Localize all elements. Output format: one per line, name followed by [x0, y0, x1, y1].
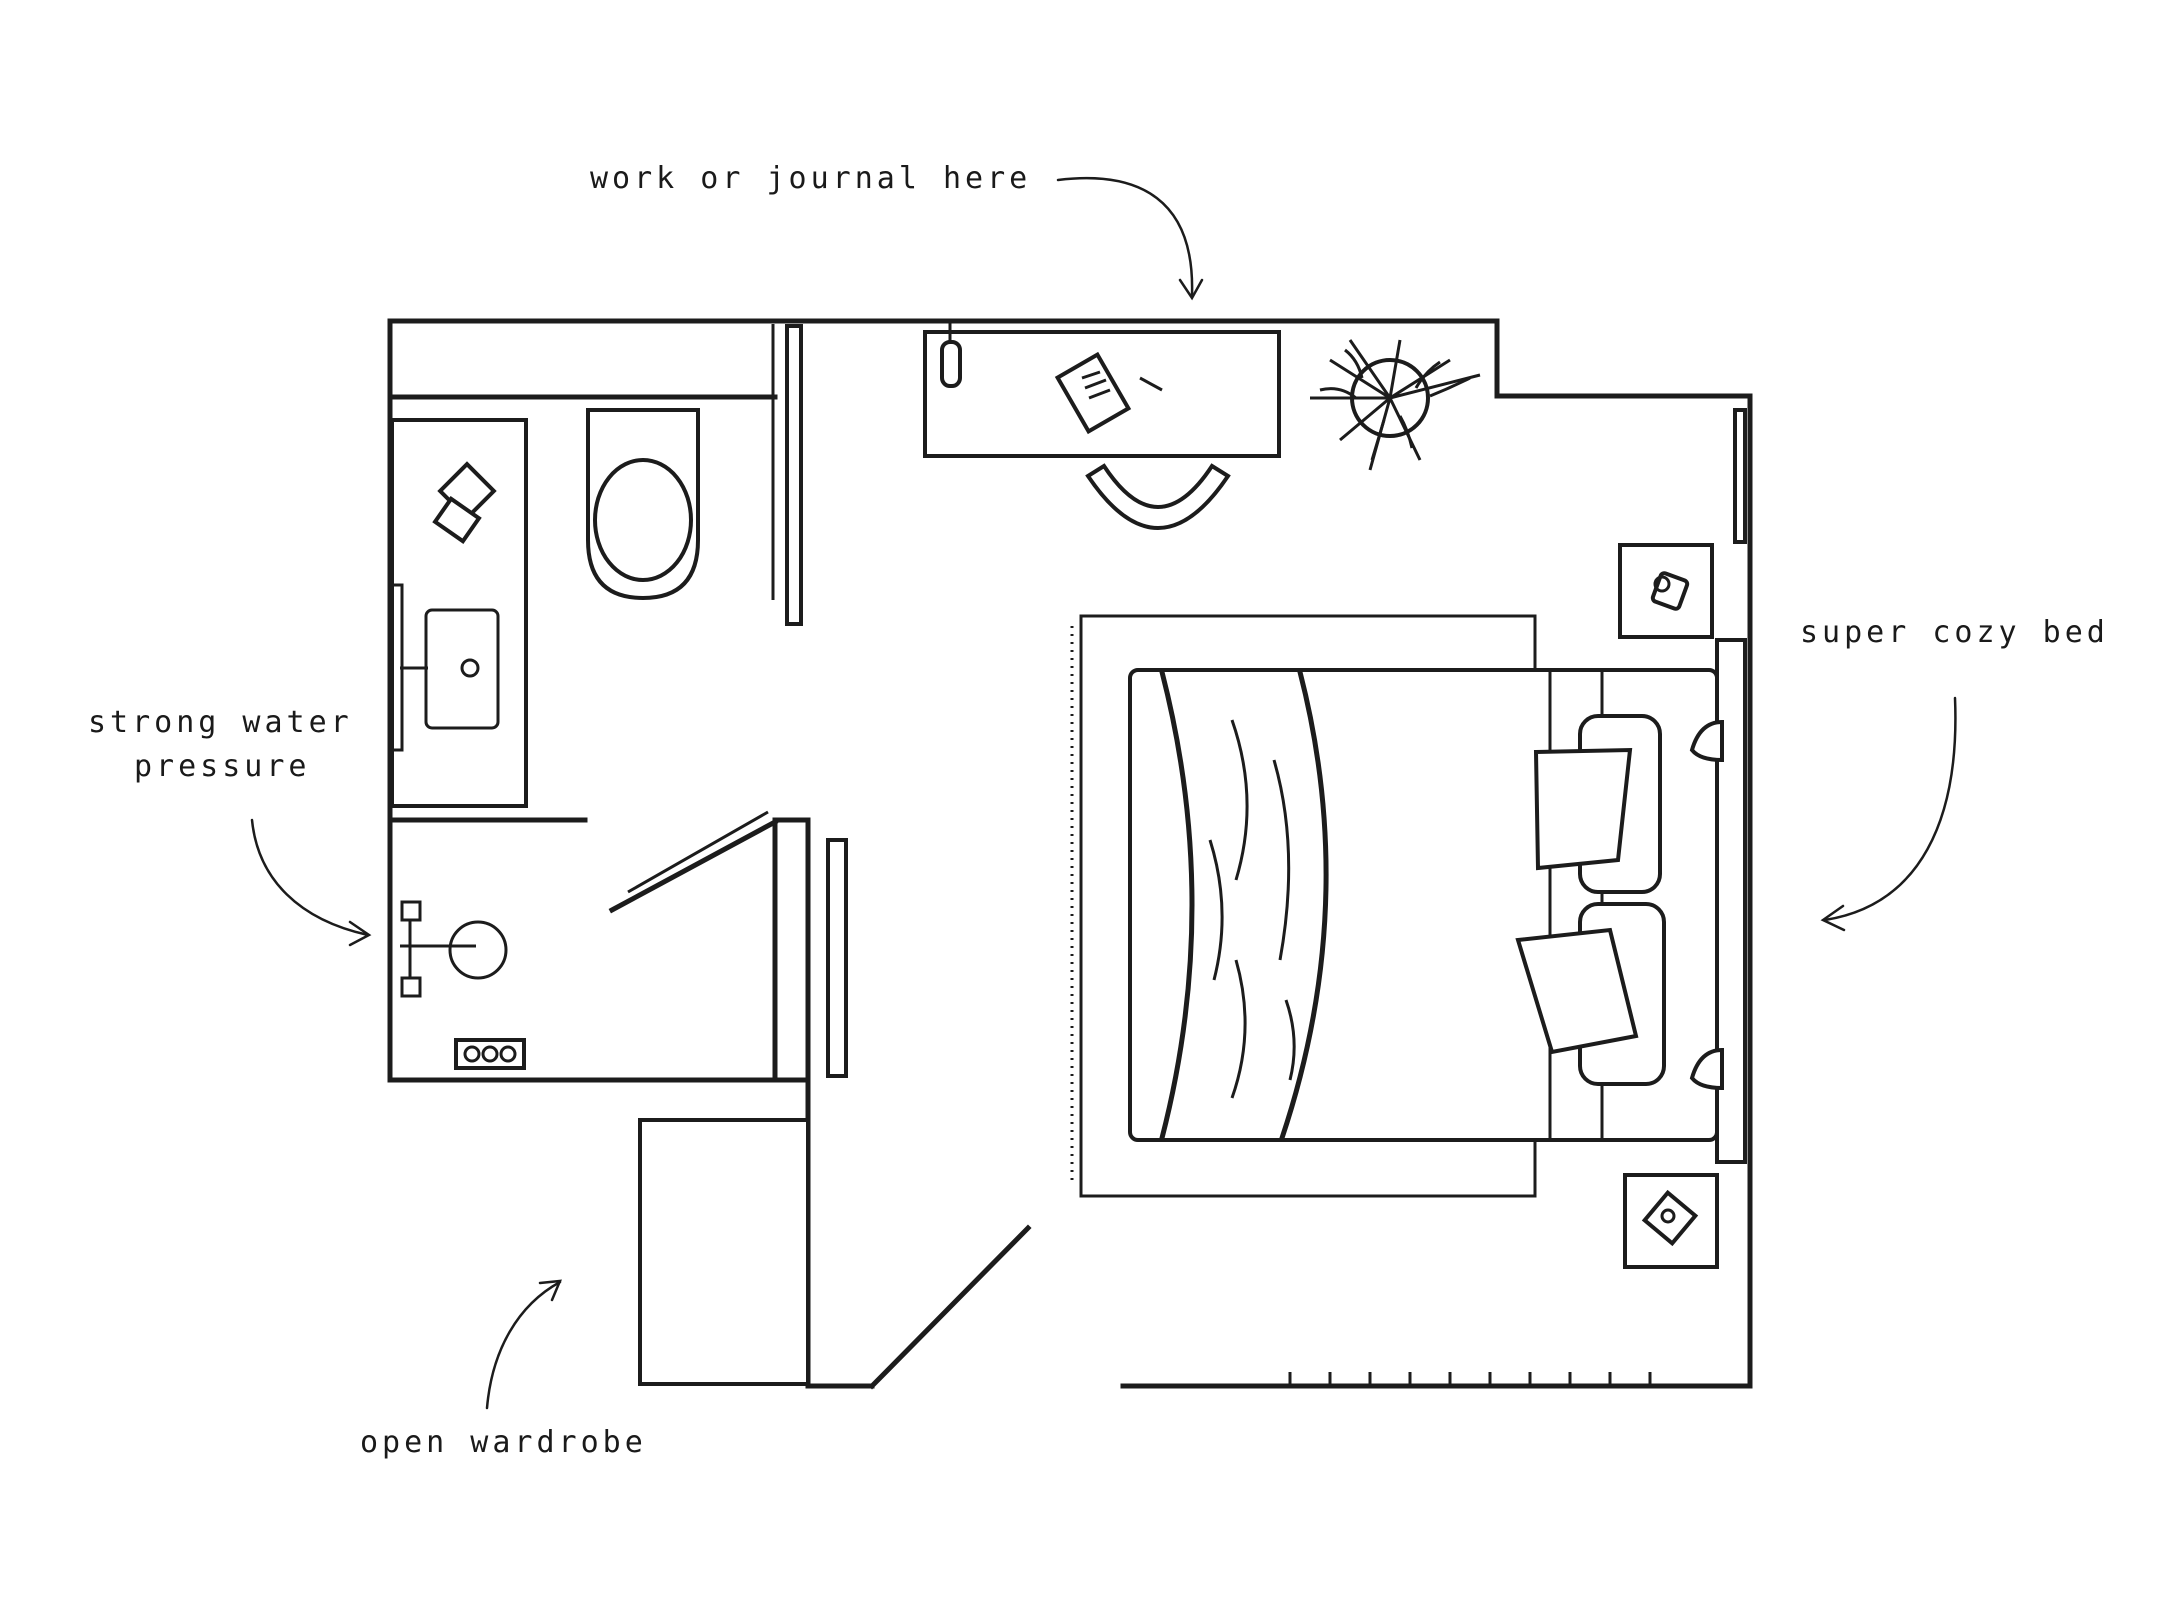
desk-lamp-icon: [940, 322, 962, 388]
potted-plant-icon: [1310, 339, 1481, 471]
desk: [923, 322, 1281, 458]
pillow-icon: [1515, 902, 1666, 1086]
radiator-ticks: [1288, 1372, 1652, 1384]
outlet-icon: [454, 1038, 526, 1070]
mug-icon: [1650, 571, 1690, 611]
shower-head-icon: [448, 920, 508, 980]
pen-icon: [1139, 376, 1163, 392]
label-strong-water-pressure-line2: pressure: [134, 749, 311, 784]
chair-icon: [1085, 463, 1231, 530]
arrow-to-bed: [1820, 696, 1957, 932]
arrow-to-shower: [250, 818, 372, 947]
nightstand-top: [1618, 543, 1714, 639]
arrow-to-desk: [1056, 176, 1204, 301]
vanity-counter: [390, 418, 528, 808]
label-open-wardrobe: open wardrobe: [360, 1425, 647, 1460]
pillow-icon: [1533, 714, 1662, 894]
shower-area: [400, 810, 779, 1070]
towel-icon: [432, 461, 497, 545]
open-wardrobe: [638, 1118, 810, 1386]
bed-icon: [1128, 668, 1719, 1142]
label-strong-water-pressure: strong water pressure: [88, 705, 375, 784]
label-super-cozy-bed: super cozy bed: [1800, 615, 2109, 650]
label-strong-water-pressure-text: strong water: [88, 705, 353, 740]
label-work-or-journal: work or journal here: [590, 161, 1031, 196]
arrow-to-wardrobe: [485, 1279, 562, 1410]
nightstand-bottom: [1623, 1173, 1719, 1269]
picture-frame-icon: [1641, 1189, 1699, 1247]
towel-icon: [390, 583, 404, 752]
notepad-icon: [1054, 351, 1132, 435]
wall-lamp-icon: [1689, 719, 1724, 1091]
toilet-icon: [586, 408, 700, 601]
